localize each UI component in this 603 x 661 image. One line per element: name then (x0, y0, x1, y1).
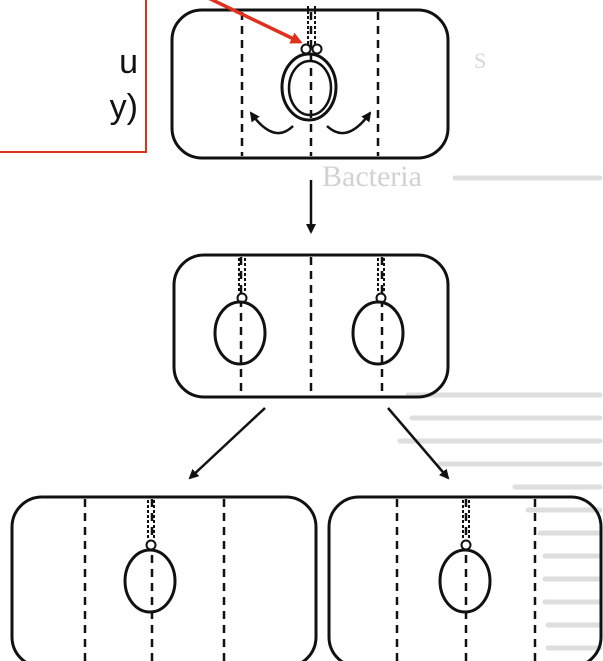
background-heading-fragment: Bacteria (322, 160, 422, 193)
parent-cell-wall (170, 8, 450, 160)
chromosome-daughter-right (438, 548, 492, 614)
chromosome-right (351, 300, 405, 366)
replication-origin-left (300, 43, 312, 55)
dividing-cell-wall (172, 253, 450, 399)
replication-origin-right (311, 43, 323, 55)
daughter-cell-right (327, 495, 603, 661)
chromosome-ring-outer (280, 52, 338, 122)
annotation-line-1: u (119, 43, 138, 81)
parent-cell (170, 6, 450, 160)
dividing-cell (172, 253, 450, 399)
origin-daughter-right (460, 539, 472, 551)
daughter-cell-right-wall (327, 495, 603, 661)
annotation-label-text: u y) (0, 40, 138, 130)
arrow-to-right-daughter (387, 407, 450, 480)
origin-daughter-left (145, 539, 157, 551)
segregation-arrow-right (326, 111, 372, 135)
segregation-arrow-left (249, 111, 294, 135)
daughter-cell-left (10, 495, 318, 661)
background-side-fragment: S (474, 48, 487, 73)
chromosome-left (213, 300, 267, 366)
annotation-pointer-arrow (208, 0, 303, 44)
daughter-cell-left-wall (10, 495, 318, 661)
arrow-to-left-daughter (188, 407, 266, 480)
annotation-label-box: u y) (0, 0, 147, 153)
annotation-line-2: y) (109, 88, 138, 126)
chromosome-daughter-left (123, 548, 177, 614)
background-text-lines (397, 175, 603, 651)
chromosome-ring-inner (287, 59, 333, 117)
